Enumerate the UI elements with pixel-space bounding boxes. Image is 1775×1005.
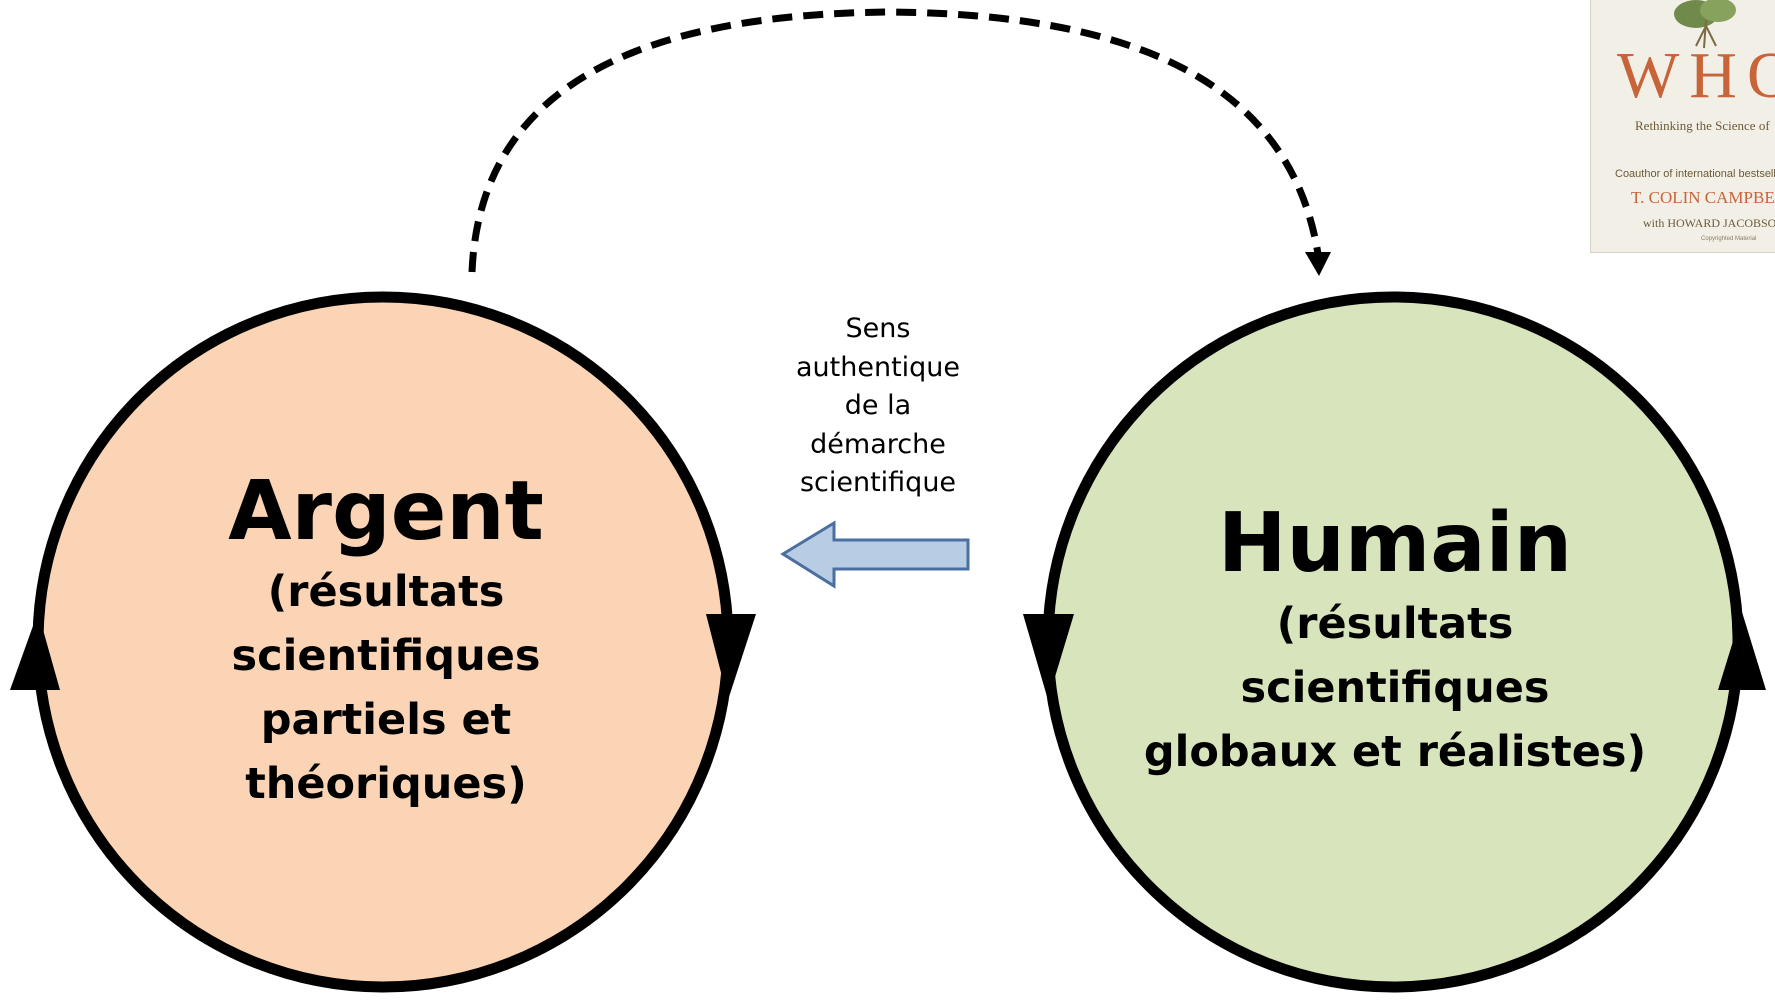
argent-subtitle-line: scientifiques bbox=[231, 631, 541, 681]
argent-subtitle-line: théoriques) bbox=[245, 759, 527, 809]
humain-subtitle-line: globaux et réalistes) bbox=[1143, 727, 1647, 777]
humain-title: Humain bbox=[1217, 496, 1573, 591]
book-title: WHO bbox=[1617, 39, 1775, 112]
book-subtitle: Rethinking the Science of bbox=[1635, 118, 1770, 133]
humain-right-up-arrowhead bbox=[1718, 612, 1766, 690]
center-left-arrow bbox=[780, 520, 970, 589]
argent-label: Argent (résultats scientifiques partiels… bbox=[176, 464, 596, 816]
argent-title: Argent bbox=[228, 464, 544, 559]
argent-subtitle-line: (résultats bbox=[267, 567, 505, 617]
book-cover-image: WHO Rethinking the Science of Coauthor o… bbox=[1590, 0, 1775, 253]
humain-label: Humain (résultats scientifiques globaux … bbox=[1130, 496, 1660, 784]
top-connector-arrowhead bbox=[1305, 252, 1331, 276]
center-arrow-label: Sens authentique de la démarche scientif… bbox=[768, 310, 988, 503]
top-dashed-connector bbox=[468, 8, 1322, 273]
arrow-label-line: démarche bbox=[810, 428, 946, 460]
arrow-label-line: Sens bbox=[845, 313, 911, 344]
argent-right-down-arrowhead bbox=[706, 614, 756, 700]
arrow-label-line: de la bbox=[844, 390, 912, 421]
arrow-label-line: authentique bbox=[795, 351, 961, 383]
plant-illustration-icon bbox=[1674, 0, 1736, 49]
book-with-line: with HOWARD JACOBSO bbox=[1643, 216, 1775, 230]
humain-left-down-arrowhead bbox=[1023, 614, 1074, 700]
argent-left-up-arrowhead bbox=[10, 612, 60, 690]
argent-subtitle-line: partiels et bbox=[260, 695, 512, 745]
book-coauthor-line: Coauthor of international bestseller bbox=[1615, 168, 1775, 180]
book-copyright: Copyrighted Material bbox=[1701, 236, 1757, 242]
book-author: T. COLIN CAMPBE bbox=[1631, 188, 1775, 207]
humain-subtitle-line: scientifiques bbox=[1240, 663, 1550, 713]
humain-subtitle-line: (résultats bbox=[1276, 599, 1514, 649]
arrow-label-line: scientifique bbox=[799, 467, 957, 498]
